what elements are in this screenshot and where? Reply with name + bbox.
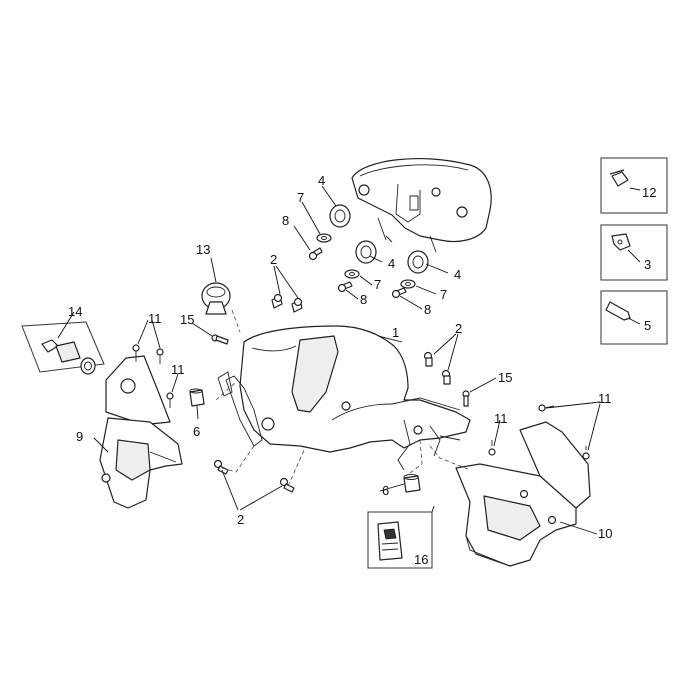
callout-15-left: 15 xyxy=(180,312,194,327)
callout-4-top: 4 xyxy=(318,173,325,188)
screw-11-right-b xyxy=(582,446,590,460)
screw-8-top xyxy=(308,247,323,261)
callout-4-right: 4 xyxy=(454,267,461,282)
screw-11-right-c xyxy=(488,440,496,456)
screw-11-left-a xyxy=(132,344,140,362)
grommet-4-mid xyxy=(355,240,377,264)
callout-15-right: 15 xyxy=(498,370,512,385)
ignition-switch-parts xyxy=(21,321,105,375)
washer-7-right xyxy=(400,279,416,289)
screw-2-lower-b xyxy=(279,477,295,493)
screw-8-bottom-left xyxy=(337,281,353,293)
screw-2-right-b xyxy=(441,369,451,385)
screw-11-left-c xyxy=(166,392,174,408)
screw-2-upper-a xyxy=(271,293,283,309)
callout-1: 1 xyxy=(392,325,399,340)
callout-6-right: 6 xyxy=(382,483,389,498)
screw-2-right-a xyxy=(423,351,433,367)
callout-2-lower: 2 xyxy=(237,512,244,527)
callout-12: 12 xyxy=(642,185,656,200)
callout-7-right: 7 xyxy=(440,287,447,302)
callout-2-right: 2 xyxy=(455,321,462,336)
spacer-6-left xyxy=(189,388,205,407)
callout-13: 13 xyxy=(196,242,210,257)
callout-labels: 1 2 2 2 3 4 4 4 5 6 6 7 7 7 8 8 8 9 10 1… xyxy=(68,173,656,567)
callout-11-right-mid: 11 xyxy=(494,411,508,426)
washer-7-mid xyxy=(344,269,360,279)
grommet-4-right xyxy=(407,250,429,274)
callout-7-top: 7 xyxy=(297,190,304,205)
callout-2-upper: 2 xyxy=(270,252,277,267)
screw-15-right xyxy=(462,390,470,407)
handlebar-cover xyxy=(217,325,471,471)
detail-box-5 xyxy=(600,290,668,345)
callout-11-right: 11 xyxy=(598,391,612,406)
callout-8-mid: 8 xyxy=(360,292,367,307)
screw-11-left-b xyxy=(156,348,164,364)
storage-compartment xyxy=(455,421,591,567)
callout-8-top: 8 xyxy=(282,213,289,228)
detail-box-3 xyxy=(600,224,668,281)
screw-2-lower-a xyxy=(213,459,229,475)
instrument-cluster xyxy=(351,157,492,253)
callout-10: 10 xyxy=(598,526,612,541)
callout-8-right: 8 xyxy=(424,302,431,317)
rubber-boot xyxy=(201,282,231,315)
lock-bracket xyxy=(99,355,183,509)
callout-14: 14 xyxy=(68,304,82,319)
grommet-4-top xyxy=(329,204,351,228)
callout-6-left: 6 xyxy=(193,424,200,439)
callout-3: 3 xyxy=(644,257,651,272)
callout-16: 16 xyxy=(414,552,428,567)
leader-lines xyxy=(57,185,641,535)
screw-15-left xyxy=(211,334,229,345)
assembly-guide-lines xyxy=(215,309,471,487)
callout-11-left-lower: 11 xyxy=(171,362,185,377)
detail-box-12 xyxy=(600,157,668,214)
callout-9: 9 xyxy=(76,429,83,444)
screw-2-upper-b xyxy=(291,297,303,313)
callout-11-left: 11 xyxy=(148,311,162,326)
screw-8-bottom-right xyxy=(391,287,407,299)
callout-4-mid: 4 xyxy=(388,256,395,271)
callout-7-mid: 7 xyxy=(374,277,381,292)
callout-5: 5 xyxy=(644,318,651,333)
spacer-6-right xyxy=(403,474,421,493)
detail-box-16 xyxy=(367,511,433,569)
washer-7-top xyxy=(316,233,332,243)
